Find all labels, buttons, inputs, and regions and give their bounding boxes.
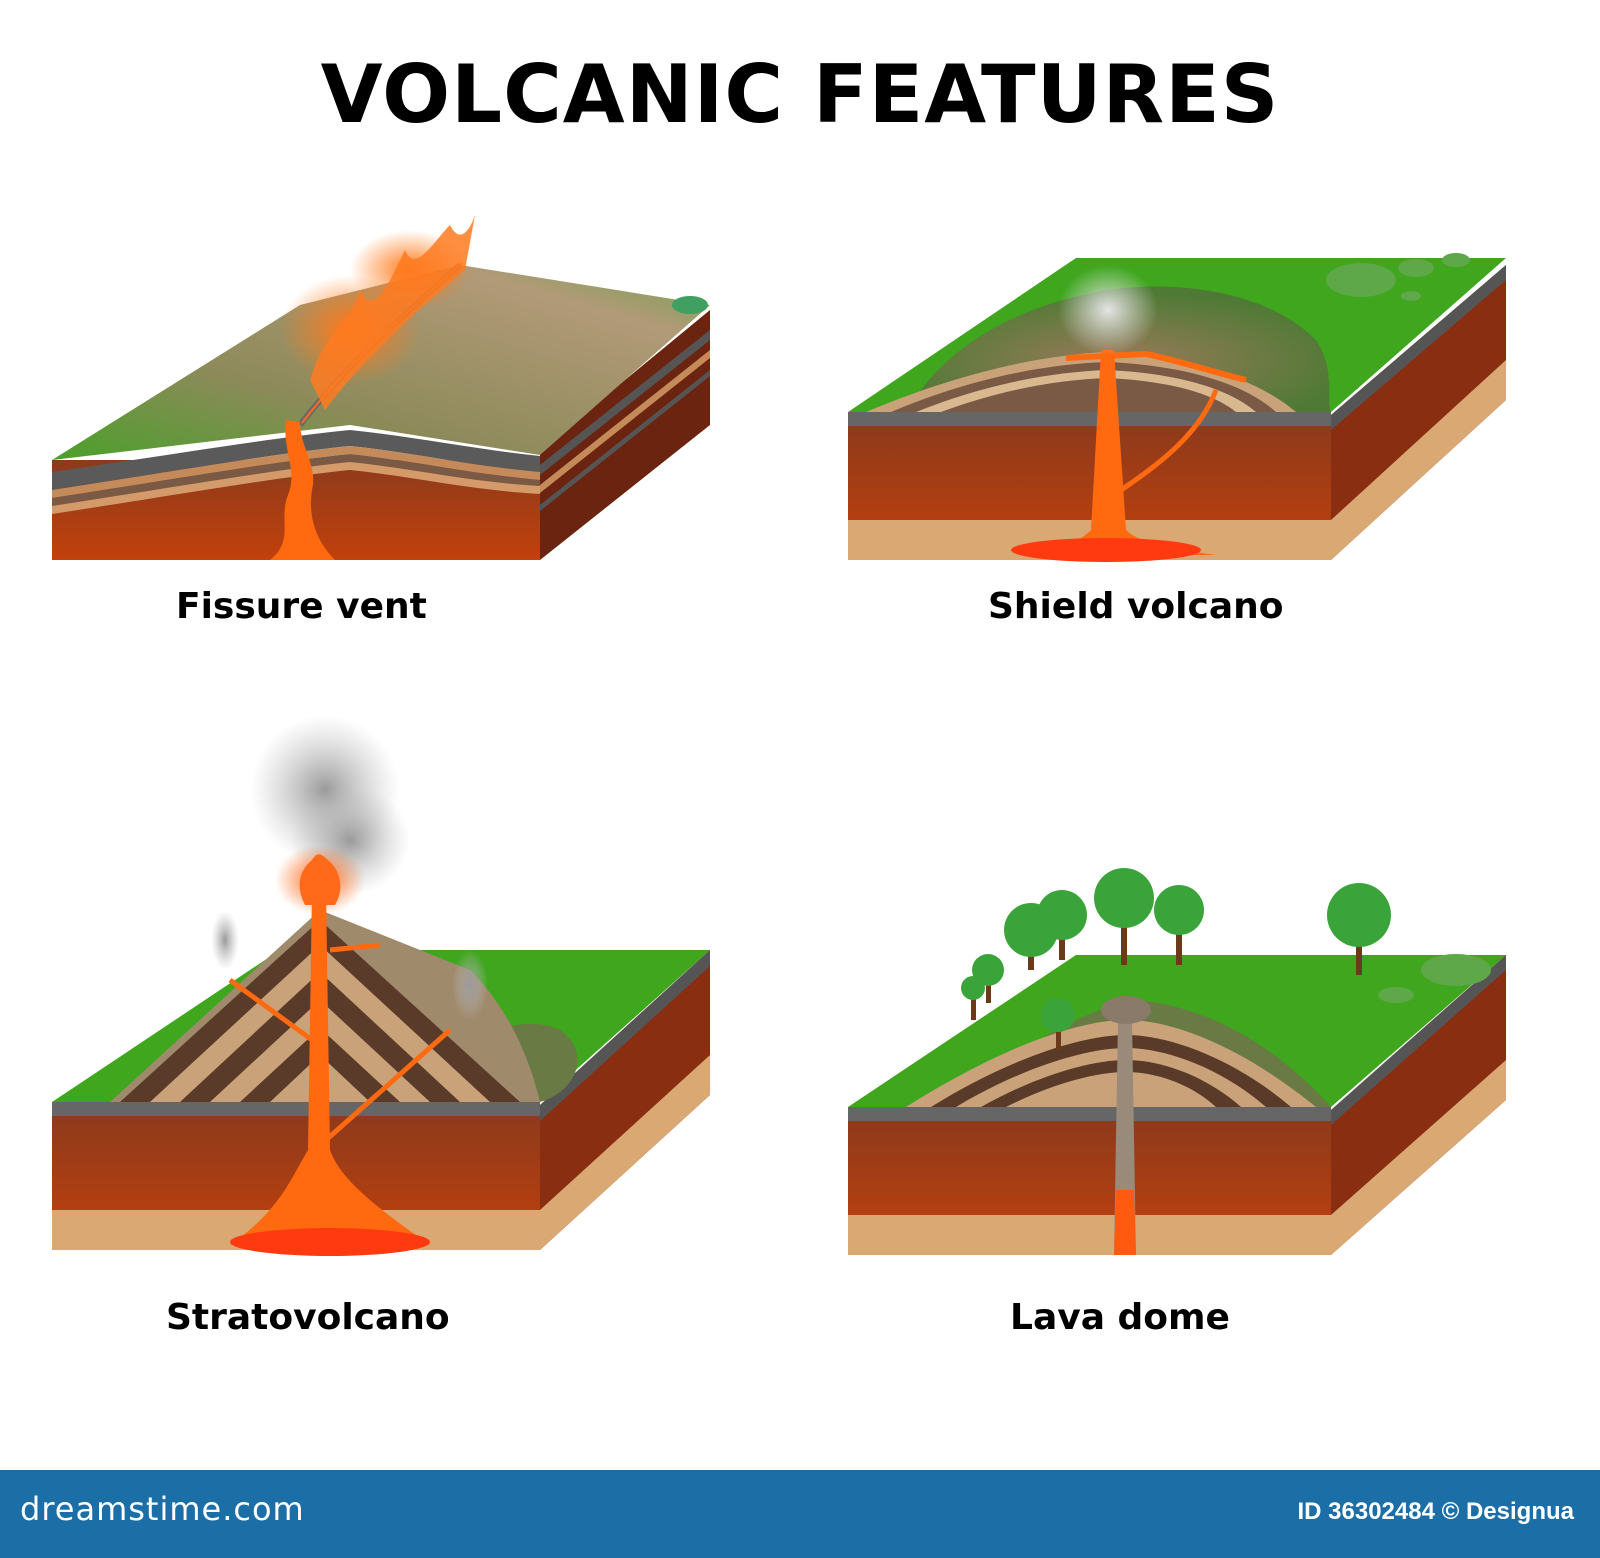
shield-volcano-label: Shield volcano xyxy=(988,586,1284,627)
diagram-title: VOLCANIC FEATURES xyxy=(320,48,1280,141)
fissure-vent-panel xyxy=(50,210,730,580)
fissure-vent-label: Fissure vent xyxy=(176,586,427,627)
footer-image-id: ID 36302484 © Designua xyxy=(1297,1498,1575,1525)
shield-volcano-illustration xyxy=(848,253,1506,562)
lava-dome-panel xyxy=(846,868,1536,1280)
lava-dome-label: Lava dome xyxy=(1010,1297,1230,1338)
footer-logo[interactable]: dreamstime.com xyxy=(20,1490,305,1528)
lava-dome-illustration xyxy=(848,868,1506,1255)
strato-conduit xyxy=(230,890,430,1245)
stratovolcano-panel xyxy=(50,710,740,1280)
shield-steam xyxy=(1058,265,1158,355)
shield-conduit xyxy=(1021,350,1216,555)
shield-magma-chamber xyxy=(1011,538,1201,562)
fissure-vent-illustration xyxy=(52,215,710,560)
shield-volcano-panel xyxy=(846,250,1536,580)
stratovolcano-label: Stratovolcano xyxy=(166,1297,450,1338)
strato-magma-chamber xyxy=(230,1228,430,1256)
dome-trees xyxy=(961,868,1391,1050)
fissure-lava-dyke xyxy=(270,420,335,560)
stratovolcano-illustration xyxy=(52,715,710,1256)
footer-bar: dreamstime.com ID 36302484 © Designua xyxy=(0,1470,1600,1558)
